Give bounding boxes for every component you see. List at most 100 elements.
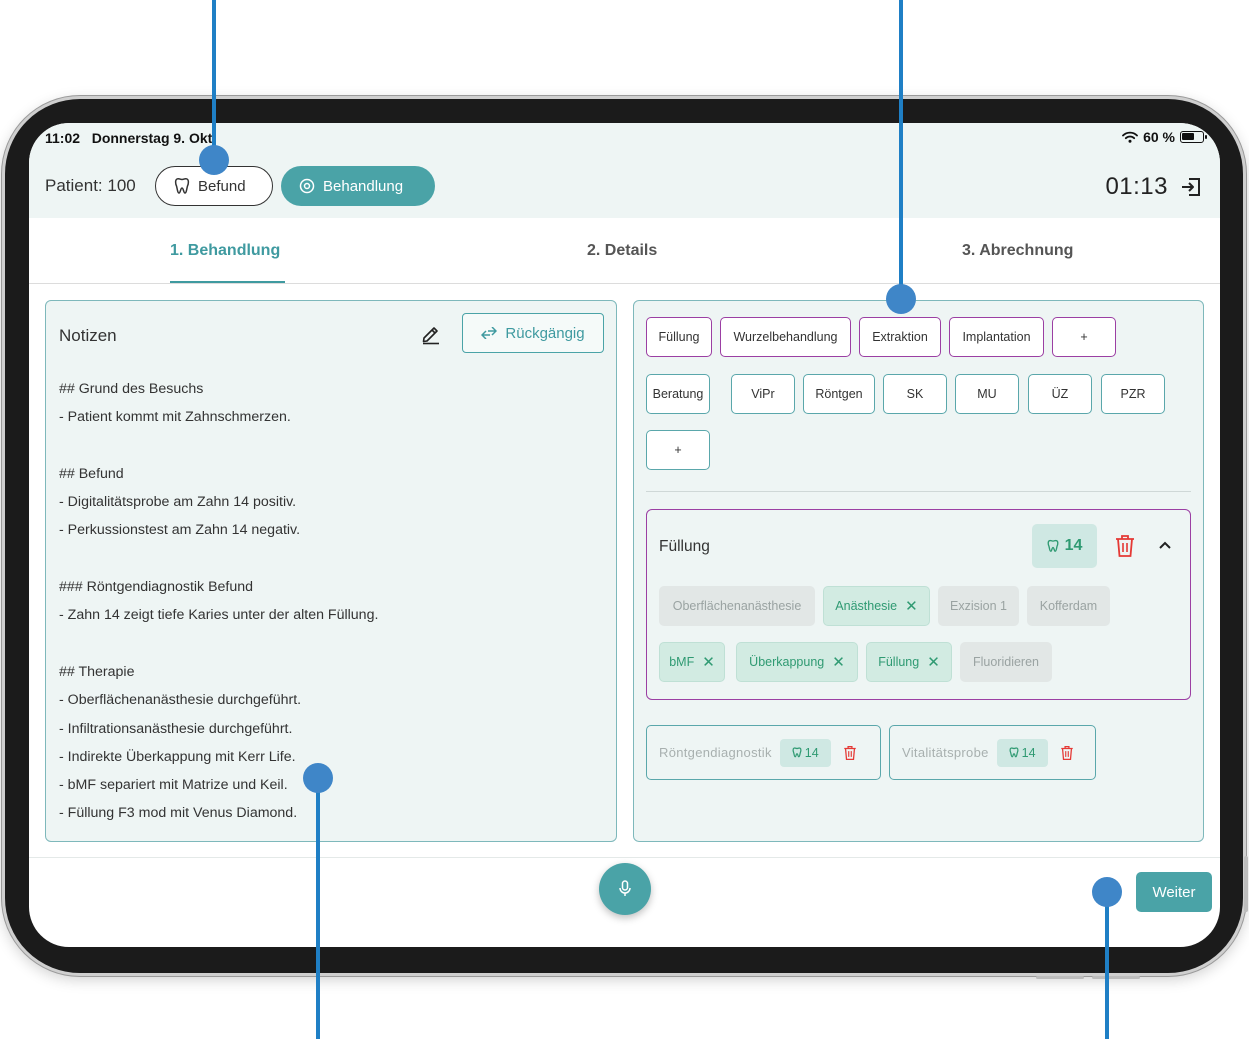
step-label: Anästhesie (835, 599, 898, 613)
callout-line (212, 0, 216, 160)
collapsed-treatment-label: Vitalitätsprobe (902, 745, 989, 760)
microphone-icon (619, 880, 631, 896)
step-label: Oberflächenanästhesie (672, 599, 802, 613)
notes-line: - Füllung F3 mod mit Venus Diamond. (59, 805, 298, 822)
device-side-button (1244, 856, 1248, 912)
notes-line: ## Therapie (59, 663, 135, 680)
notes-line: ## Grund des Besuchs (59, 381, 204, 397)
step-chip[interactable]: Fluoridieren (960, 642, 1052, 682)
treatment-chip-pzr[interactable]: PZR (1101, 374, 1165, 414)
collapsed-treatment-card[interactable]: Vitalitätsprobe 14 (889, 725, 1096, 780)
delete-icon[interactable] (1114, 534, 1136, 558)
delete-icon[interactable] (843, 745, 857, 761)
step-chip[interactable]: Oberflächenanästhesie (659, 586, 815, 626)
active-treatment-title: Füllung (659, 538, 710, 555)
next-button[interactable]: Weiter (1136, 872, 1212, 912)
step-label: Füllung (878, 655, 920, 669)
status-bar-right: 60 % (1122, 129, 1207, 145)
tab-behandlung[interactable]: 1. Behandlung (170, 242, 281, 259)
notes-line: - Digitalitätsprobe am Zahn 14 positiv. (59, 494, 297, 511)
remove-icon[interactable]: ✕ (832, 653, 845, 671)
notes-line: - Oberflächenanästhesie durchgeführt. (59, 692, 302, 709)
remove-icon[interactable]: ✕ (927, 653, 940, 671)
callout-line (899, 0, 903, 298)
treatment-chip-wurzelbehandlung[interactable]: Wurzelbehandlung (720, 317, 851, 357)
step-label: Kofferdam (1039, 599, 1098, 613)
microphone-button[interactable] (599, 863, 651, 915)
step-label: Fluoridieren (972, 655, 1039, 669)
footer-divider (29, 857, 1220, 858)
tooth-badge[interactable]: 14 (779, 738, 831, 767)
treatment-chip-mu[interactable]: MU (955, 374, 1019, 414)
notes-line: - Perkussionstest am Zahn 14 negativ. (59, 522, 301, 539)
treatment-chip-fuellung[interactable]: Füllung (646, 317, 712, 357)
patient-label: Patient: 100 (45, 176, 136, 195)
collapsed-treatment-label: Röntgendiagnostik (659, 745, 772, 760)
treatment-chip-extraktion[interactable]: Extraktion (859, 317, 941, 357)
callout-marker (199, 145, 229, 175)
battery-percent: 60 % (1143, 129, 1175, 145)
delete-icon[interactable] (1060, 745, 1074, 761)
treatment-chip-uez[interactable]: ÜZ (1028, 374, 1092, 414)
step-chip[interactable]: Anästhesie ✕ (823, 586, 930, 626)
tab-details[interactable]: 2. Details (587, 242, 658, 259)
tooth-icon (792, 747, 802, 758)
divider (646, 491, 1191, 492)
notes-line (59, 634, 378, 662)
undo-button[interactable]: Rückgängig (462, 313, 604, 353)
treatment-chip-beratung[interactable]: Beratung (646, 374, 710, 414)
tablet-screen: 11:02 Donnerstag 9. Okt 60 % Patient: 10… (29, 123, 1220, 947)
notes-text[interactable]: ## Grund des Besuchs - Patient kommt mit… (59, 379, 378, 832)
notes-line: ## Befund (59, 465, 124, 482)
step-chip[interactable]: Überkappung ✕ (736, 642, 858, 682)
tooth-icon (174, 177, 190, 194)
treatment-chip-sk[interactable]: SK (883, 374, 947, 414)
tab-abrechnung[interactable]: 3. Abrechnung (962, 242, 1074, 259)
logout-icon[interactable] (1180, 176, 1202, 198)
befund-label: Befund (198, 177, 246, 195)
behandlung-label: Behandlung (323, 177, 404, 195)
notes-line: - Indirekte Überkappung mit Kerr Life. (59, 748, 296, 765)
battery-icon (1180, 131, 1207, 143)
remove-icon[interactable]: ✕ (702, 653, 715, 671)
callout-marker (303, 763, 333, 793)
date: Donnerstag 9. Okt (91, 130, 213, 146)
step-tabs: 1. Behandlung 2. Details 3. Abrechnung (29, 218, 1220, 284)
undo-icon (481, 327, 498, 339)
device-bottom-button (1092, 976, 1140, 979)
tooth-badge[interactable]: 14 (1032, 524, 1097, 568)
tooth-number: 14 (1064, 537, 1083, 554)
tooth-badge[interactable]: 14 (996, 738, 1048, 767)
undo-label: Rückgängig (505, 324, 585, 342)
treatment-chip-roentgen[interactable]: Röntgen (803, 374, 875, 414)
add-secondary-treatment-button[interactable]: + (646, 430, 710, 470)
wifi-icon (1122, 131, 1138, 143)
treatment-icon (299, 178, 315, 194)
notes-line: ### Röntgendiagnostik Befund (59, 579, 254, 596)
remove-icon[interactable]: ✕ (905, 597, 918, 615)
active-treatment-card: Füllung 14 Oberflächenanästhesie Anästhe… (646, 509, 1191, 700)
notes-panel: Notizen Rückgängig ## Grund des Besuchs … (45, 300, 617, 842)
step-label: Exzision 1 (950, 599, 1007, 613)
notes-title: Notizen (59, 326, 117, 345)
step-chip[interactable]: Füllung ✕ (866, 642, 952, 682)
treatment-chip-vipr[interactable]: ViPr (731, 374, 795, 414)
tooth-icon (1047, 539, 1059, 552)
notes-line: - Patient kommt mit Zahnschmerzen. (59, 409, 291, 426)
treatment-chip-implantation[interactable]: Implantation (949, 317, 1044, 357)
tooth-number: 14 (1021, 745, 1036, 760)
step-chip[interactable]: bMF ✕ (659, 642, 725, 682)
collapsed-treatment-card[interactable]: Röntgendiagnostik 14 (646, 725, 881, 780)
tooth-icon (1009, 747, 1019, 758)
step-chip[interactable]: Kofferdam (1027, 586, 1110, 626)
callout-line (316, 778, 320, 1039)
callout-marker (886, 284, 916, 314)
step-chip[interactable]: Exzision 1 (938, 586, 1019, 626)
notes-line: - bMF separiert mit Matrize und Keil. (59, 777, 288, 794)
add-primary-treatment-button[interactable]: + (1052, 317, 1116, 357)
chevron-up-icon[interactable] (1157, 537, 1173, 553)
active-tab-indicator (170, 281, 285, 283)
edit-pencil-icon[interactable] (420, 323, 442, 345)
behandlung-mode-button[interactable]: Behandlung (281, 166, 435, 206)
status-bar-time: 11:02 Donnerstag 9. Okt (45, 130, 212, 146)
